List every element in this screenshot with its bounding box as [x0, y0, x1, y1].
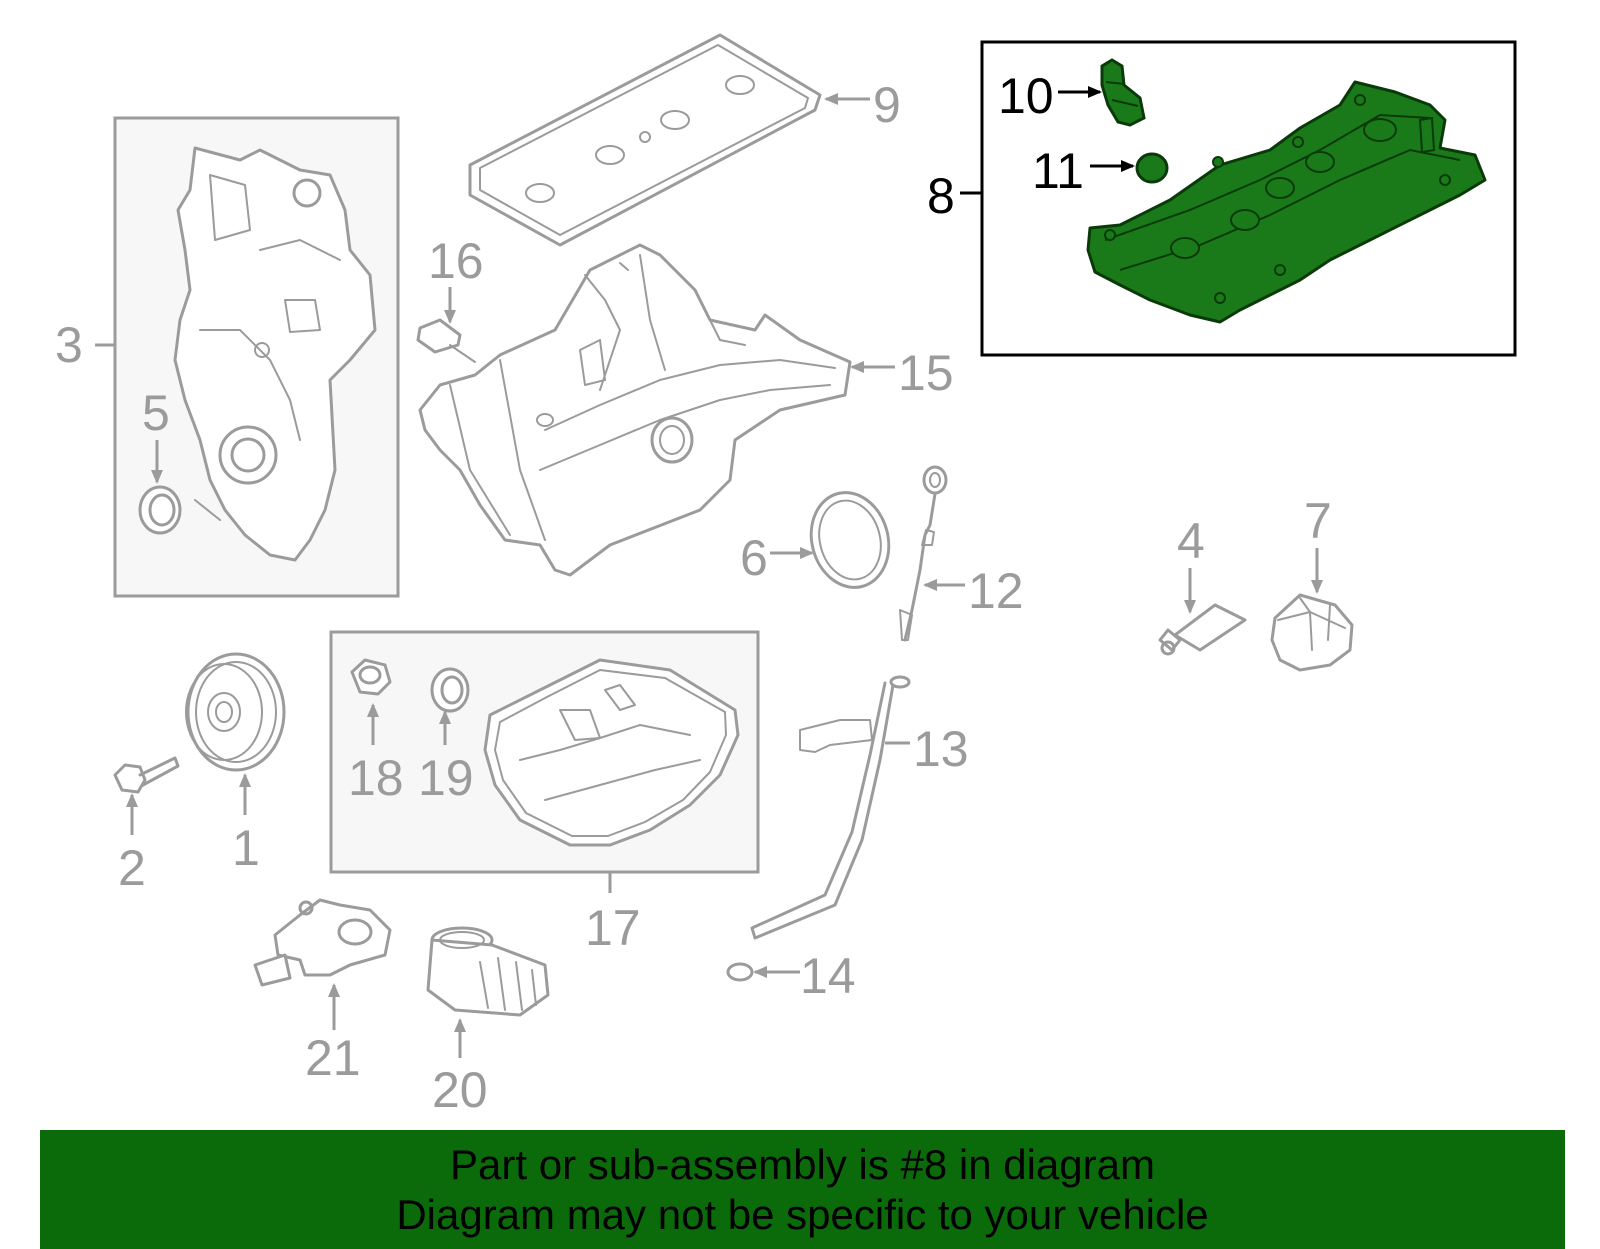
part-18-drain-plug[interactable]	[350, 658, 392, 696]
part-13-dipstick-tube[interactable]	[750, 675, 911, 940]
part-4-sealant-tube[interactable]	[1158, 603, 1247, 656]
callout-12: 12	[968, 563, 1024, 619]
part-8-valve-cover[interactable]	[1086, 80, 1487, 324]
part-1-pulley[interactable]	[185, 652, 286, 772]
callout-17: 17	[585, 900, 641, 956]
part-19-washer[interactable]	[430, 667, 470, 713]
part-14-oring[interactable]	[726, 962, 754, 982]
banner-line-2: Diagram may not be specific to your vehi…	[396, 1191, 1209, 1238]
callout-5: 5	[142, 385, 170, 441]
part-7-oil-cap[interactable]	[1270, 593, 1354, 672]
part-6-seal[interactable]	[801, 484, 899, 596]
part-11-grommet[interactable]	[1135, 152, 1169, 184]
banner-line-1: Part or sub-assembly is #8 in diagram	[450, 1141, 1155, 1188]
callout-18: 18	[348, 750, 404, 806]
callout-19: 19	[418, 750, 474, 806]
part-17-lower-oil-pan[interactable]	[483, 658, 740, 847]
callout-20: 20	[432, 1062, 488, 1118]
callout-11: 11	[1032, 143, 1084, 199]
part-21-filter-bracket[interactable]	[253, 898, 392, 987]
callout-21: 21	[305, 1030, 361, 1086]
callout-8: 8	[927, 168, 955, 224]
part-10-pcv-valve[interactable]	[1100, 58, 1146, 127]
callout-14: 14	[800, 948, 856, 1004]
callout-4: 4	[1177, 513, 1205, 569]
callout-1: 1	[232, 820, 260, 876]
callout-13: 13	[913, 721, 969, 777]
part-2-bolt[interactable]	[113, 756, 180, 794]
part-20-oil-filter[interactable]	[426, 926, 550, 1017]
part-3-timing-cover[interactable]	[173, 146, 377, 562]
part-5-seal[interactable]	[138, 485, 182, 535]
callout-3: 3	[55, 317, 83, 373]
part-15-upper-oil-pan[interactable]	[418, 243, 852, 577]
callout-16: 16	[428, 233, 484, 289]
callout-2: 2	[118, 840, 146, 896]
info-banner: Part or sub-assembly is #8 in diagram Di…	[40, 1130, 1565, 1249]
part-9-gasket[interactable]	[468, 33, 822, 247]
callout-7: 7	[1304, 493, 1332, 549]
callout-6: 6	[740, 530, 768, 586]
part-12-dipstick[interactable]	[899, 465, 948, 642]
callout-9: 9	[873, 77, 901, 133]
part-16-sensor[interactable]	[416, 318, 476, 363]
callout-15: 15	[898, 345, 954, 401]
callout-10: 10	[998, 68, 1054, 124]
